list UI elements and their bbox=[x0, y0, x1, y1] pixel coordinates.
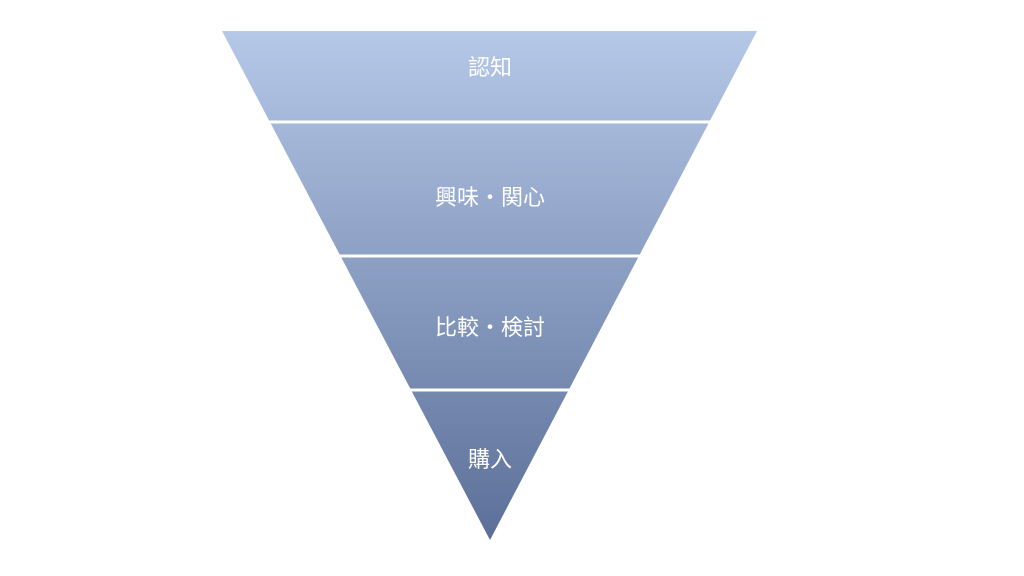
stage-label-interest: 興味・関心 bbox=[435, 186, 545, 211]
stage-label-consideration: 比較・検討 bbox=[435, 316, 545, 341]
stage-label-purchase: 購入 bbox=[468, 448, 512, 473]
stage-separator bbox=[200, 254, 800, 258]
stage-label-awareness: 認知 bbox=[468, 56, 512, 81]
funnel-shape bbox=[222, 31, 757, 540]
stage-separator bbox=[200, 120, 800, 124]
stage-separator bbox=[200, 388, 800, 392]
